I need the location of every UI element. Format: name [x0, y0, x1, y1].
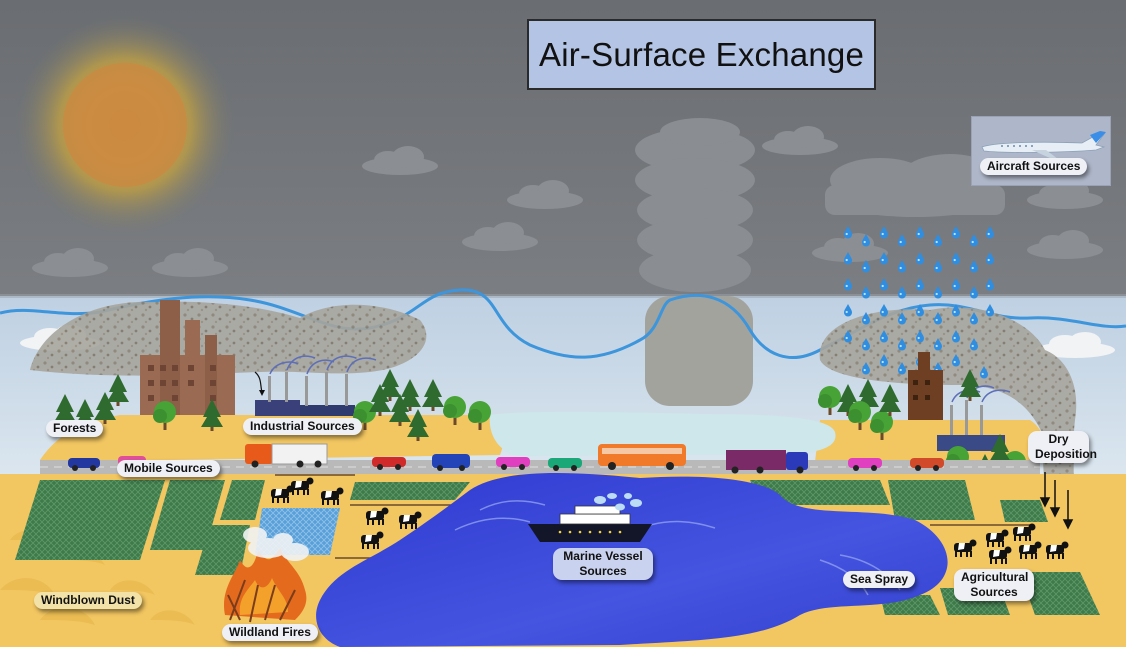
airplane-icon — [981, 131, 1106, 159]
windblown-dust-label: Windblown Dust — [34, 592, 142, 609]
agricultural-line-2: Sources — [970, 585, 1018, 599]
sea-spray-label: Sea Spray — [843, 571, 916, 588]
diagram-title: Air-Surface Exchange — [539, 35, 864, 73]
marine-vessel-line-2: Sources — [579, 564, 627, 578]
aircraft-sources-panel: Aircraft Sources — [971, 116, 1111, 186]
dry-deposition-label: Dry Deposition — [1028, 431, 1097, 463]
industrial-sources-label: Industrial Sources — [243, 418, 362, 435]
dry-deposition-line-1: Dry — [1048, 432, 1069, 446]
agricultural-sources-label: Agricultural Sources — [954, 569, 1034, 601]
title-box: Air-Surface Exchange — [527, 19, 876, 90]
agricultural-line-1: Agricultural — [961, 570, 1029, 584]
aircraft-sources-label: Aircraft Sources — [980, 158, 1088, 175]
mobile-sources-label: Mobile Sources — [117, 460, 220, 477]
wildland-fires-label: Wildland Fires — [222, 624, 318, 641]
marine-vessel-sources-label: Marine Vessel Sources — [553, 548, 653, 580]
dry-deposition-line-2: Deposition — [1035, 447, 1097, 461]
marine-vessel-line-1: Marine Vessel — [563, 549, 643, 563]
forests-label: Forests — [46, 420, 104, 437]
